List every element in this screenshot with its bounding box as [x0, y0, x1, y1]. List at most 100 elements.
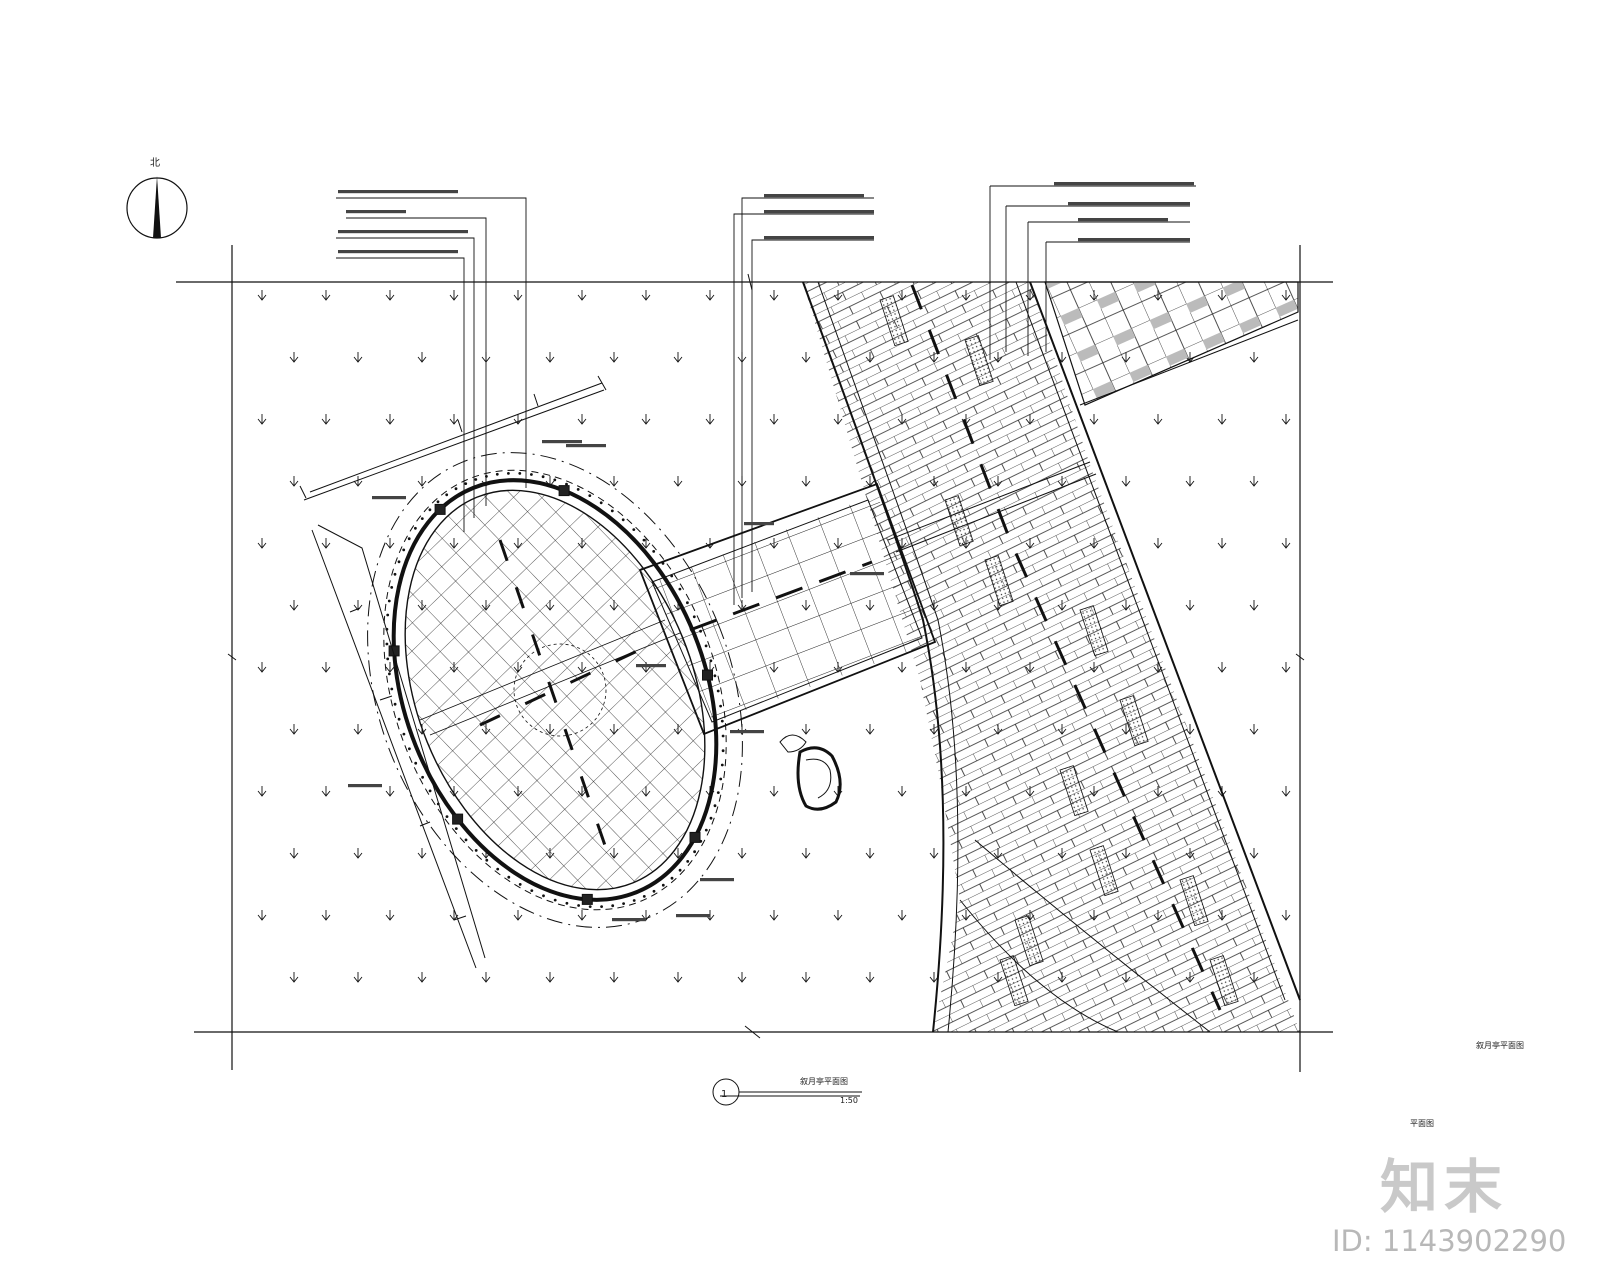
annotation-mark — [338, 190, 458, 194]
lawn-symbol — [833, 414, 843, 425]
paving-accent-strip — [1179, 875, 1209, 927]
annotation-mark — [346, 210, 406, 214]
lawn-symbol — [257, 786, 267, 797]
rim-dot — [704, 644, 708, 648]
paving-accent-strip — [999, 955, 1029, 1007]
lawn-symbol — [321, 290, 331, 301]
lawn-symbol — [1185, 600, 1195, 611]
lawn-symbol — [833, 910, 843, 921]
lawn-symbol — [641, 414, 651, 425]
rim-dot — [678, 587, 682, 591]
rim-dot — [408, 747, 411, 751]
annotation-mark — [372, 496, 406, 500]
drawing-number: 1 — [721, 1089, 727, 1100]
rim-dot — [652, 889, 656, 893]
annotation-mark — [676, 914, 710, 918]
lawn-symbol — [801, 848, 811, 859]
rim-dot — [464, 482, 468, 485]
lawn-symbol — [449, 290, 459, 301]
rim-dot — [720, 719, 724, 723]
lawn-symbol — [865, 848, 875, 859]
rim-dot — [704, 828, 708, 832]
lawn-symbol — [1217, 538, 1227, 549]
rim-dot — [720, 763, 724, 767]
rim-dot — [686, 601, 689, 605]
rim-dot — [576, 488, 580, 491]
lawn-symbol — [417, 476, 427, 487]
rim-dot — [428, 789, 432, 793]
column-post — [434, 503, 446, 515]
lawn-symbol — [865, 972, 875, 983]
lawn-symbol — [737, 972, 747, 983]
rim-dot — [577, 904, 580, 907]
lawn-symbol — [769, 290, 779, 301]
rim-dot — [445, 493, 449, 497]
rim-dot — [530, 473, 533, 476]
lawn-symbol — [1153, 414, 1163, 425]
rim-dot — [611, 904, 615, 908]
lawn-symbol — [673, 972, 683, 983]
rim-dot — [436, 500, 440, 504]
lawn-symbol — [769, 910, 779, 921]
lawn-symbol — [1281, 662, 1291, 673]
north-label: 北 — [150, 157, 160, 169]
annotation-mark — [542, 440, 582, 444]
rim-dot — [553, 478, 557, 482]
lawn-symbol — [1249, 476, 1259, 487]
rim-dot — [610, 509, 614, 513]
lawn-symbol — [1089, 414, 1099, 425]
rim-dot — [390, 586, 394, 589]
paving-accent-strip — [1209, 955, 1239, 1007]
paving-accent-strip — [1119, 695, 1149, 747]
lawn-symbol — [257, 662, 267, 673]
rim-dot — [507, 472, 510, 475]
rim-dot — [402, 732, 406, 736]
rim-dot — [518, 472, 522, 475]
rim-dot — [565, 901, 569, 905]
column-post — [702, 669, 713, 681]
annotation-mark — [764, 210, 874, 214]
rim-dot — [600, 905, 603, 908]
rim-dot — [713, 804, 717, 808]
rim-dot — [402, 548, 406, 552]
rim-dot — [530, 889, 534, 892]
lawn-symbol — [449, 414, 459, 425]
lawn-symbol — [801, 352, 811, 363]
lawn-symbol — [513, 290, 523, 301]
annotation-mark — [338, 250, 458, 254]
lawn-symbol — [865, 724, 875, 735]
oval-pavilion — [367, 452, 743, 928]
rim-dot — [387, 599, 391, 603]
lawn-symbol — [257, 910, 267, 921]
dimension-lines — [299, 375, 607, 969]
rim-dot — [661, 883, 665, 887]
lawn-symbol — [417, 972, 427, 983]
rim-dot — [542, 894, 545, 898]
rim-dot — [632, 899, 636, 902]
annotation-mark — [764, 194, 864, 198]
rim-dot — [719, 777, 723, 781]
lawn-symbol — [705, 414, 715, 425]
rim-dot — [386, 613, 390, 617]
lawn-symbol — [385, 414, 395, 425]
lawn-symbol — [289, 600, 299, 611]
lawn-symbol — [577, 414, 587, 425]
paving-accent-strip — [1089, 845, 1119, 897]
rim-dot — [699, 629, 702, 633]
title-block: 1 叙月亭平面图 1:50 叙月亭平面图 平面图 — [712, 1040, 1524, 1128]
rim-dot — [652, 550, 656, 553]
lawn-symbol — [1249, 352, 1259, 363]
paving-accent-strip — [1014, 915, 1044, 967]
rim-dot — [397, 717, 401, 721]
lawn-symbol — [353, 476, 363, 487]
paving-accent-strip — [944, 495, 974, 547]
lawn-symbol — [257, 414, 267, 425]
annotation-leaders — [336, 185, 1196, 1097]
rim-dot — [485, 858, 489, 862]
lawn-symbol — [1249, 600, 1259, 611]
rim-dot — [692, 615, 696, 619]
annotation-mark — [348, 784, 382, 788]
lawn-symbol — [353, 848, 363, 859]
lawn-symbol — [289, 724, 299, 735]
